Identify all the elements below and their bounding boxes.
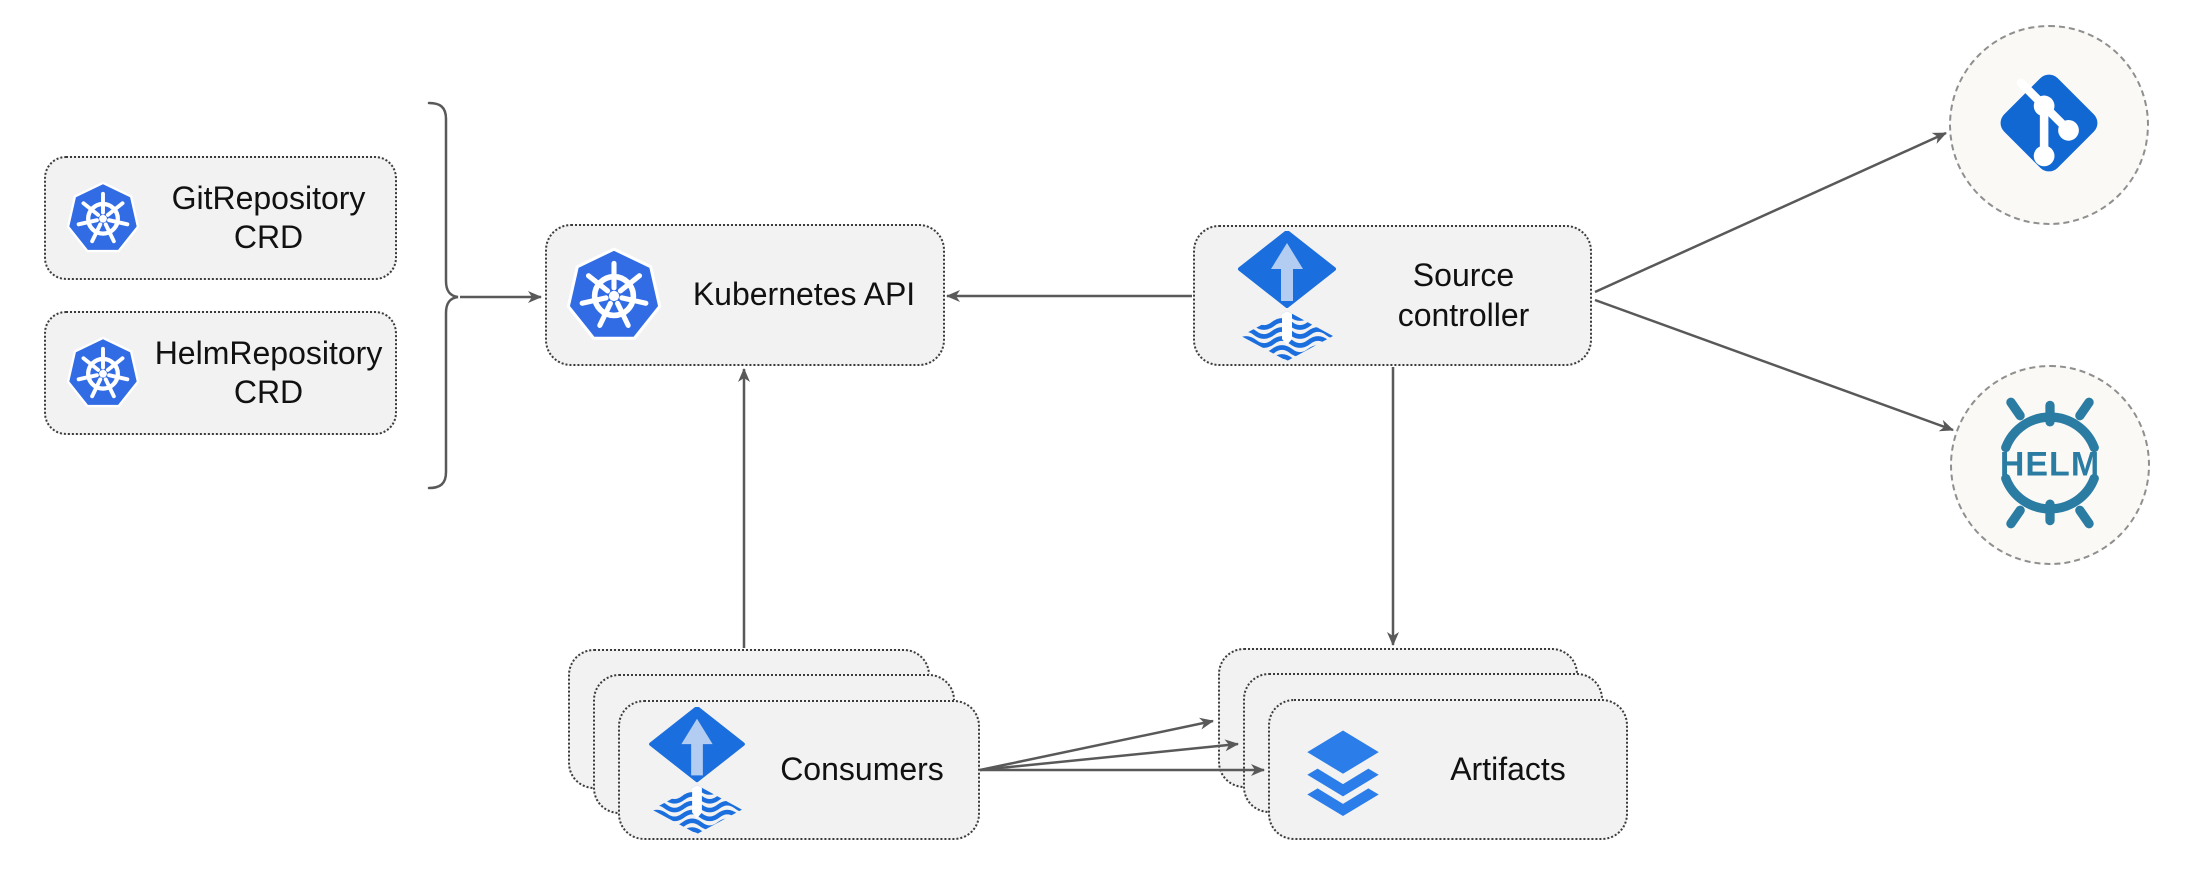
node-source-controller: Source controller [1193, 225, 1592, 366]
node-label: Consumers [780, 751, 944, 788]
node-git-repository-endpoint [1949, 25, 2149, 225]
arrow-source-controller-to-git-endpoint [1594, 131, 1947, 294]
arrow-consumers-to-artifacts-2 [979, 739, 1239, 772]
node-label: Kubernetes API [692, 276, 916, 313]
node-label-line2: CRD [233, 219, 304, 255]
node-label-line1: HelmRepository [154, 334, 383, 371]
node-helm-repository-endpoint: HELM [1950, 365, 2150, 565]
flux-icon [648, 707, 746, 834]
node-label-line1: GitRepository [171, 179, 366, 216]
layers-icon [1296, 723, 1390, 817]
node-helm-repository-crd: HelmRepository CRD [44, 311, 397, 435]
node-artifacts: Artifacts [1268, 699, 1628, 840]
node-label: Source controller [1337, 256, 1590, 334]
node-label-line2: controller [1397, 296, 1530, 333]
flux-icon [1237, 231, 1337, 361]
git-icon [1988, 62, 2110, 189]
helm-wordmark: HELM [2000, 445, 2100, 483]
node-label: Artifacts [1450, 750, 1566, 787]
arrow-source-controller-to-helm-endpoint [1594, 298, 1954, 432]
node-consumers: Consumers [618, 700, 980, 840]
node-label-line1: Source [1412, 257, 1515, 294]
kubernetes-icon [64, 334, 142, 412]
arrow-consumers-to-artifacts-1 [979, 717, 1214, 772]
node-kubernetes-api: Kubernetes API [545, 224, 945, 366]
helm-icon: HELM [1978, 391, 2122, 540]
crd-group-bracket [427, 101, 459, 490]
kubernetes-icon [563, 244, 665, 346]
node-git-repository-crd: GitRepository CRD [44, 156, 397, 280]
node-label: HelmRepository CRD [142, 334, 395, 412]
node-label-line2: CRD [233, 374, 304, 410]
kubernetes-icon [64, 179, 142, 257]
node-label: GitRepository CRD [142, 179, 395, 257]
